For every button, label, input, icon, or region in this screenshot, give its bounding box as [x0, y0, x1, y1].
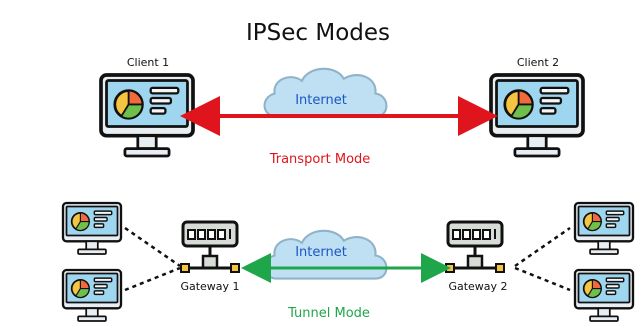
desktop-monitor-icon — [61, 268, 123, 323]
desktop-monitor-icon — [99, 73, 195, 158]
tunnel-mode-label: Tunnel Mode — [287, 306, 370, 321]
desktop-monitor-icon — [573, 201, 635, 256]
client-2-label: Client 2 — [517, 56, 559, 69]
transport-cloud-label: Internet — [295, 93, 347, 108]
dotted-link — [514, 226, 571, 268]
dotted-link — [514, 266, 571, 292]
desktop-monitor-icon — [573, 268, 635, 323]
desktop-monitor-icon — [489, 73, 585, 158]
page-title: IPSec Modes — [246, 20, 390, 46]
tunnel-cloud-label: Internet — [295, 245, 347, 260]
gateway-2-label: Gateway 2 — [448, 280, 507, 293]
network-switch-icon — [179, 220, 241, 274]
network-switch-icon — [444, 220, 506, 274]
gateway-1-label: Gateway 1 — [180, 280, 239, 293]
transport-mode-label: Transport Mode — [269, 152, 371, 167]
desktop-monitor-icon — [61, 201, 123, 256]
dotted-link — [124, 226, 181, 268]
client-1-label: Client 1 — [127, 56, 169, 69]
dotted-link — [124, 266, 181, 292]
